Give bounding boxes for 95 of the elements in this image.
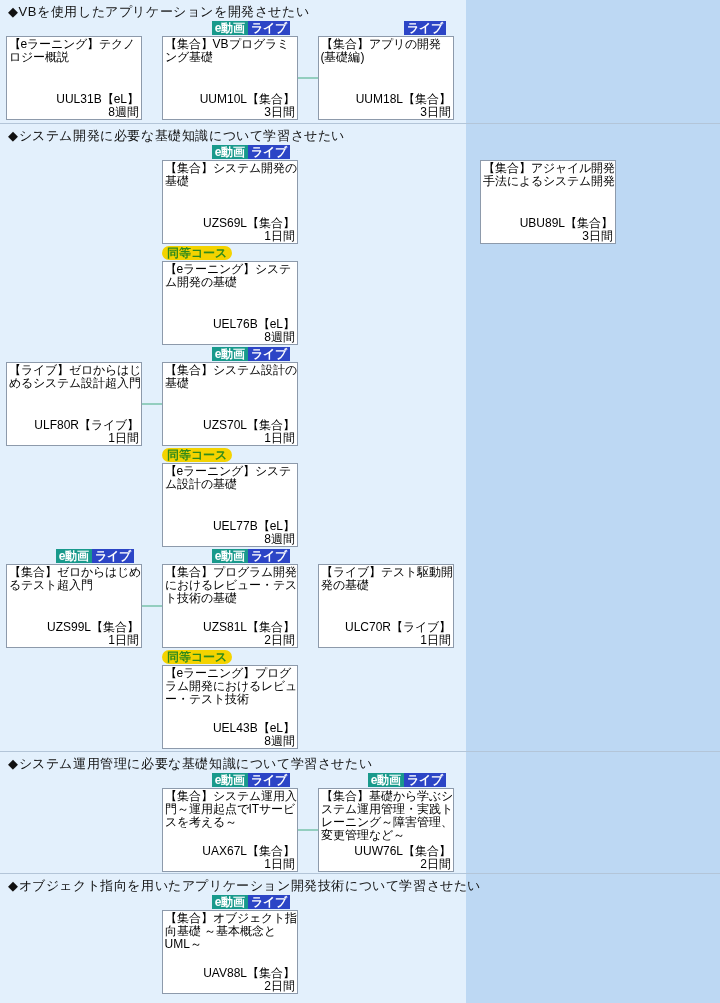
section-band	[0, 123, 720, 751]
equivalent-course-tag: 同等コース	[162, 650, 232, 664]
course-code: UZS99L【集合】	[46, 621, 139, 634]
course-box	[162, 36, 298, 120]
course-box	[6, 362, 142, 446]
live-tag: ライブ	[248, 773, 290, 787]
section-heading: ◆システム運用管理に必要な基礎知識について学習させたい	[8, 755, 373, 772]
course-title: 【集合】システム設計の基礎	[164, 364, 297, 390]
course-title: 【集合】オブジェクト指向基礎 ～基本概念とUML～	[164, 912, 297, 951]
course-code: UUM18L【集合】	[355, 93, 451, 106]
course-code: ULC70R【ライブ】	[344, 621, 451, 634]
course-code: ULF80R【ライブ】	[34, 419, 139, 432]
course-code: UZS69L【集合】	[202, 217, 295, 230]
live-tag: ライブ	[248, 347, 290, 361]
live-tag: ライブ	[92, 549, 134, 563]
course-code: UBU89L【集合】	[519, 217, 613, 230]
course-code: UAV88L【集合】	[203, 967, 295, 980]
course-box	[162, 261, 298, 345]
course-box	[162, 564, 298, 648]
video-tag: e動画	[212, 145, 248, 159]
course-duration: 8週間	[264, 533, 295, 546]
course-title: 【集合】プログラム開発におけるレビュー・テスト技術の基礎	[164, 566, 297, 605]
course-box	[162, 665, 298, 749]
video-tag: e動画	[368, 773, 404, 787]
video-tag: e動画	[212, 895, 248, 909]
course-code: UAX67L【集合】	[202, 845, 295, 858]
live-tag: ライブ	[404, 21, 446, 35]
course-duration: 3日間	[582, 230, 613, 243]
course-duration: 3日間	[264, 106, 295, 119]
course-duration: 1日間	[264, 230, 295, 243]
course-box	[6, 36, 142, 120]
course-title: 【eラーニング】テクノロジー概説	[8, 38, 137, 64]
connector-line	[141, 403, 163, 405]
live-tag: ライブ	[248, 549, 290, 563]
course-code: UEL77B【eL】	[212, 520, 295, 533]
section-heading: ◆オブジェクト指向を用いたアプリケーション開発技術について学習させたい	[8, 877, 481, 894]
course-title: 【eラーニング】システム設計の基礎	[164, 465, 293, 491]
connector-line	[141, 605, 163, 607]
live-tag: ライブ	[404, 773, 446, 787]
course-duration: 1日間	[108, 634, 139, 647]
course-box	[318, 788, 454, 872]
course-title: 【集合】システム開発の基礎	[164, 162, 297, 188]
course-box	[162, 910, 298, 994]
course-title: 【集合】システム運用入門～運用起点でITサービスを考える～	[164, 790, 297, 829]
connector-line	[297, 77, 319, 79]
live-tag: ライブ	[248, 145, 290, 159]
course-title: 【集合】ゼロからはじめるテスト超入門	[8, 566, 141, 592]
course-code: UEL76B【eL】	[212, 318, 295, 331]
course-box	[480, 160, 616, 244]
course-code: UEL43B【eL】	[212, 722, 295, 735]
course-duration: 8週間	[108, 106, 139, 119]
section-band	[0, 751, 720, 873]
video-tag: e動画	[212, 21, 248, 35]
course-title: 【集合】アジャイル開発手法によるシステム開発	[482, 162, 615, 188]
course-duration: 2日間	[264, 980, 295, 993]
course-duration: 2日間	[264, 634, 295, 647]
course-duration: 1日間	[264, 858, 295, 871]
course-box	[162, 160, 298, 244]
course-title: 【eラーニング】システム開発の基礎	[164, 263, 293, 289]
course-code: UUM10L【集合】	[199, 93, 295, 106]
video-tag: e動画	[56, 549, 92, 563]
live-tag: ライブ	[248, 895, 290, 909]
course-box	[318, 564, 454, 648]
course-duration: 2日間	[420, 858, 451, 871]
connector-line	[297, 829, 319, 831]
course-title: 【ライブ】テスト駆動開発の基礎	[320, 566, 453, 592]
course-code: UZS70L【集合】	[202, 419, 295, 432]
course-title: 【集合】VBプログラミング基礎	[164, 38, 290, 64]
course-duration: 1日間	[108, 432, 139, 445]
course-code: UZS81L【集合】	[202, 621, 295, 634]
course-title: 【集合】アプリの開発(基礎編)	[320, 38, 442, 64]
section-heading: ◆VBを使用したアプリケーションを開発させたい	[8, 3, 310, 20]
course-box	[6, 564, 142, 648]
course-box	[162, 463, 298, 547]
course-duration: 1日間	[264, 432, 295, 445]
course-code: UUW76L【集合】	[354, 845, 451, 858]
course-box	[162, 362, 298, 446]
video-tag: e動画	[212, 549, 248, 563]
section-band	[0, 873, 720, 1003]
course-duration: 8週間	[264, 735, 295, 748]
course-code: UUL31B【eL】	[56, 93, 139, 106]
video-tag: e動画	[212, 773, 248, 787]
equivalent-course-tag: 同等コース	[162, 448, 232, 462]
live-tag: ライブ	[248, 21, 290, 35]
course-title: 【集合】基礎から学ぶシステム運用管理・実践トレーニング～障害管理、変更管理など～	[320, 790, 453, 842]
course-title: 【eラーニング】プログラム開発におけるレビュー・テスト技術	[164, 667, 297, 706]
course-duration: 8週間	[264, 331, 295, 344]
course-title: 【ライブ】ゼロからはじめるシステム設計超入門	[8, 364, 141, 390]
video-tag: e動画	[212, 347, 248, 361]
course-box	[318, 36, 454, 120]
equivalent-course-tag: 同等コース	[162, 246, 232, 260]
course-box	[162, 788, 298, 872]
section-heading: ◆システム開発に必要な基礎知識について学習させたい	[8, 127, 345, 144]
course-duration: 3日間	[420, 106, 451, 119]
course-duration: 1日間	[420, 634, 451, 647]
